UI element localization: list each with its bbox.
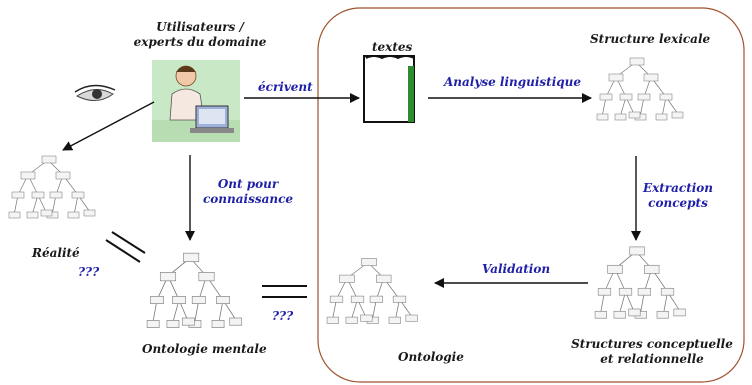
user-computer-icon: [152, 60, 240, 142]
tree-realite: [8, 155, 96, 219]
validation-label: Validation: [482, 262, 551, 276]
realite-label: Réalité: [32, 246, 80, 260]
users-line-2: experts du domaine: [133, 35, 267, 49]
structure-lexicale-label: Structure lexicale: [590, 32, 711, 46]
extraction-line-2: concepts: [648, 196, 708, 210]
ontologie-label: Ontologie: [398, 350, 464, 364]
process-frame: [317, 7, 745, 383]
extraction-line-1: Extraction: [642, 181, 714, 195]
structures-conceptuelle-label: Structures conceptuelle et relationnelle: [562, 337, 742, 367]
tree-structures-conceptuelle: [594, 246, 686, 319]
ont-pour-label: Ont pour connaissance: [198, 177, 298, 207]
ont-pour-line-2: connaissance: [202, 192, 294, 206]
structures-line-1: Structures conceptuelle: [571, 337, 733, 351]
extraction-label: Extraction concepts: [636, 181, 720, 211]
unknown-left-label: ???: [78, 265, 100, 279]
tree-structure-lexicale: [596, 57, 684, 121]
users-label: Utilisateurs / experts du domaine: [130, 20, 270, 50]
ont-pour-line-1: Ont pour: [217, 177, 279, 191]
tree-ontologie: [326, 257, 418, 324]
textes-label: textes: [372, 40, 413, 54]
structures-line-2: et relationnelle: [600, 352, 704, 366]
arrow-user-to-realite: [62, 101, 155, 151]
double-line-ontologies: [262, 285, 307, 298]
ontologie-mentale-label: Ontologie mentale: [142, 342, 267, 356]
eye-icon: [74, 84, 116, 101]
double-line-realite: [105, 231, 146, 263]
tree-ontologie-mentale: [146, 252, 243, 329]
ecrivent-label: écrivent: [258, 80, 313, 94]
analyse-label: Analyse linguistique: [444, 75, 582, 89]
textes-notebook-icon: [363, 55, 415, 123]
unknown-right-label: ???: [272, 309, 294, 323]
users-line-1: Utilisateurs /: [156, 20, 244, 34]
